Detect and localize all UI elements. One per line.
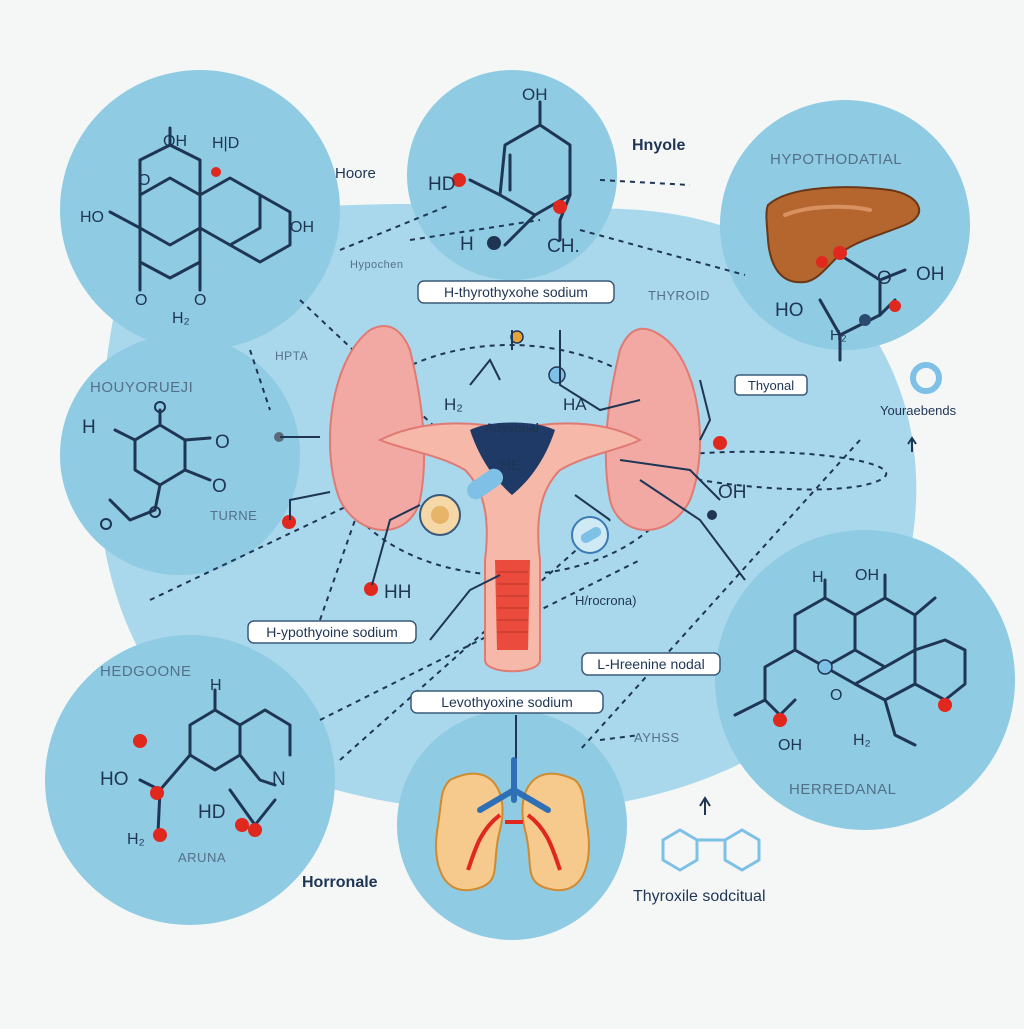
molecule-top-center: OH HD H CH. bbox=[428, 85, 580, 257]
thyroid-gland-icon bbox=[329, 325, 701, 673]
label-hedgoone: HEDGOONE bbox=[100, 663, 192, 680]
pill-bottom: Levothyoxine sodium bbox=[410, 690, 604, 714]
chem-ho-tr: HO bbox=[775, 300, 804, 321]
chem-hh: HH bbox=[384, 582, 411, 603]
chem-ha-center: HA bbox=[563, 395, 587, 414]
chem-o-1: O bbox=[138, 172, 150, 189]
atom-icon bbox=[274, 330, 727, 596]
up-arrow-icon bbox=[907, 436, 917, 452]
chem-o-tr: O bbox=[877, 268, 892, 289]
label-ayhss: AYHSS bbox=[634, 730, 680, 745]
pill-bottom-text: Levothyoxine sodium bbox=[441, 694, 573, 710]
pill-left-text: H-ypothyoine sodium bbox=[266, 624, 398, 640]
chem-ch-top: CH. bbox=[547, 236, 580, 257]
label-hypochen: Hypochen bbox=[350, 259, 404, 271]
label-hoore: Hoore bbox=[335, 165, 376, 182]
molecule-bottom-left: H HO HD N H₂ bbox=[100, 677, 292, 848]
chem-oh-mr: OH bbox=[855, 567, 879, 584]
liver-icon bbox=[765, 186, 920, 284]
chem-ho-1: HO bbox=[80, 209, 104, 226]
bubble-bottom-left bbox=[45, 635, 335, 925]
molecule-mid-left: H O O bbox=[82, 401, 230, 530]
label-hnyole: Hnyole bbox=[632, 137, 685, 154]
label-adysonal: Adysonal bbox=[485, 421, 539, 435]
label-hpta: HPTA bbox=[275, 349, 308, 363]
label-hooyorueji: HOUYORUEJI bbox=[90, 379, 193, 396]
label-hrecronal: H/rocrona) bbox=[575, 593, 636, 608]
label-horronale: Horronale bbox=[302, 874, 378, 891]
chem-oh-right: OH bbox=[718, 482, 747, 503]
label-aruna: ARUNA bbox=[178, 850, 226, 865]
chem-h-ml: H bbox=[82, 417, 96, 438]
chem-h2-mr: H₂ bbox=[853, 732, 871, 749]
thyonal-tag: Thyonal bbox=[734, 374, 808, 396]
pill-top-text: H-thyrothyxohe sodium bbox=[444, 284, 588, 300]
chem-h2-tr: H₂ bbox=[830, 327, 847, 344]
label-thyroid: THYROID bbox=[648, 288, 710, 303]
bubble-top-center bbox=[407, 70, 617, 280]
pill-top: H-thyrothyxohe sodium bbox=[417, 280, 615, 304]
label-turne: TURNE bbox=[210, 508, 257, 523]
label-youraebends: Youraebends bbox=[880, 403, 957, 418]
outline-molecule bbox=[661, 828, 761, 872]
small-up-arrow-icon bbox=[699, 796, 711, 815]
label-he-center: HE bbox=[500, 457, 521, 474]
bubble-bottom-center bbox=[397, 710, 627, 940]
chem-hd-1: H|D bbox=[212, 135, 239, 152]
chem-o-2: O bbox=[135, 292, 147, 309]
chem-h-mr: H bbox=[812, 569, 824, 586]
chem-oh-1: OH bbox=[163, 133, 187, 150]
pill-left: H-ypothyoine sodium bbox=[247, 620, 417, 644]
chem-h2-1: H₂ bbox=[172, 310, 190, 327]
chem-ho-bl: HO bbox=[100, 769, 129, 790]
chem-h-top: H bbox=[460, 234, 474, 255]
chem-hb-center: H₂ bbox=[444, 395, 463, 414]
chem-hd-bl: HD bbox=[198, 802, 225, 823]
molecule-top-left: OH H|D O HO OH O O H₂ bbox=[80, 126, 314, 327]
pill-right: L-Hreenine nodal bbox=[581, 652, 721, 676]
chem-h-bl: H bbox=[210, 677, 222, 694]
chem-h2-bl: H₂ bbox=[127, 831, 145, 848]
pill-right-text: L-Hreenine nodal bbox=[597, 656, 704, 672]
chem-n-bl: N bbox=[272, 769, 286, 790]
label-herredanal: HERREDANAL bbox=[789, 781, 897, 798]
chem-oh-2: OH bbox=[290, 219, 314, 236]
chem-oh-top: OH bbox=[522, 85, 548, 104]
bubble-mid-left bbox=[60, 335, 300, 575]
kidney-icon bbox=[435, 757, 590, 892]
chem-o-mr: O bbox=[830, 687, 842, 704]
label-thyroxile: Thyroxile sodcitual bbox=[633, 888, 766, 905]
chem-o-3: O bbox=[194, 292, 206, 309]
ring-icon bbox=[910, 362, 942, 394]
label-hypothodatial: HYPOTHODATIAL bbox=[770, 151, 902, 168]
chem-oh-tr: OH bbox=[916, 264, 945, 285]
molecule-top-right: O OH HO H₂ bbox=[775, 246, 945, 362]
chem-hd-top: HD bbox=[428, 174, 455, 195]
molecule-mid-right: H OH O OH H₂ bbox=[733, 567, 967, 754]
chem-oh-mr-b: OH bbox=[778, 737, 802, 754]
chem-o2-ml: O bbox=[212, 476, 227, 497]
label-thyonal: Thyonal bbox=[748, 378, 794, 393]
chem-o-ml: O bbox=[215, 432, 230, 453]
